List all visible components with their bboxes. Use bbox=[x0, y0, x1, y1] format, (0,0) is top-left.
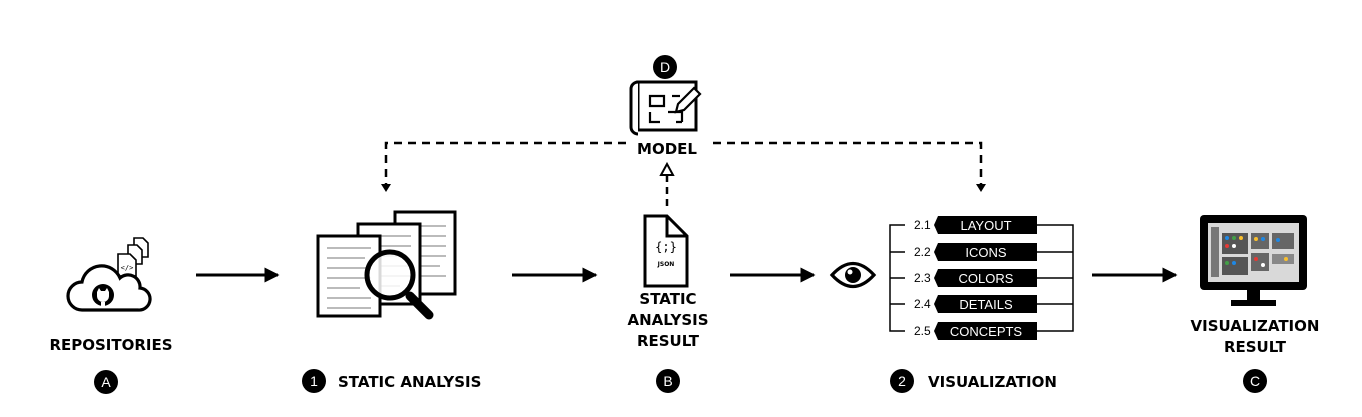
visualization-steps: 2.1 LAYOUT 2.2 ICONS 2.3 COLORS 2.4 DETAILS 2.5 C… bbox=[914, 216, 1037, 340]
model-node: D MODEL bbox=[629, 55, 702, 158]
eye-icon bbox=[829, 261, 877, 289]
arrowhead-model-to-analysis bbox=[381, 184, 391, 192]
visualization-step-number: 2.4 bbox=[914, 297, 931, 311]
dashed-model-connections bbox=[384, 141, 983, 184]
badge-1-number: 1 bbox=[310, 373, 318, 389]
visualization-step-label: DETAILS bbox=[959, 297, 1013, 312]
visualization-step-tag bbox=[934, 269, 1037, 287]
visualization-step-2: 2.2 ICONS bbox=[914, 243, 1037, 261]
monitor-dashboard-icon bbox=[1200, 215, 1307, 306]
blueprint-pencil-icon bbox=[629, 80, 702, 136]
badge-b-letter: B bbox=[663, 373, 672, 389]
visualization-step-number: 2.5 bbox=[914, 324, 931, 338]
repositories-label: REPOSITORIES bbox=[49, 336, 172, 354]
visualization-result-label-line-1: VISUALIZATION bbox=[1191, 317, 1320, 335]
arrowhead-model-to-visualization bbox=[976, 184, 986, 192]
static-analysis-node: 1 STATIC ANALYSIS bbox=[302, 210, 481, 393]
visualization-step-tag bbox=[934, 243, 1037, 261]
badge-b: B bbox=[656, 369, 680, 393]
badge-c: C bbox=[1243, 369, 1267, 393]
json-file-icon: {;} JSON bbox=[643, 214, 689, 288]
visualization-step-number: 2.2 bbox=[914, 245, 931, 259]
result-label-line-1: STATIC bbox=[639, 290, 696, 308]
result-label-line-3: RESULT bbox=[637, 332, 700, 350]
visualization-step-4: 2.4 DETAILS bbox=[914, 295, 1037, 313]
documents-magnifier-icon bbox=[316, 210, 457, 320]
visualization-step-1: 2.1 LAYOUT bbox=[914, 216, 1037, 234]
visualization-node: 2.1 LAYOUT 2.2 ICONS 2.3 COLORS 2.4 DETAILS 2.5 C… bbox=[829, 216, 1074, 393]
json-file-type: JSON bbox=[657, 261, 675, 268]
cloud-github-icon bbox=[66, 264, 152, 312]
badge-a: A bbox=[94, 370, 118, 394]
visualization-step-tag bbox=[934, 216, 1037, 234]
badge-d: D bbox=[653, 55, 677, 79]
model-label: MODEL bbox=[637, 140, 697, 158]
visualization-step-tag bbox=[934, 322, 1037, 340]
badge-c-letter: C bbox=[1250, 373, 1260, 389]
visualization-step-label: COLORS bbox=[959, 271, 1014, 286]
static-analysis-label: STATIC ANALYSIS bbox=[338, 373, 481, 391]
open-arrowhead-to-model bbox=[659, 161, 675, 176]
visualization-step-label: ICONS bbox=[965, 245, 1007, 260]
visualization-steps-brackets bbox=[889, 224, 1074, 332]
visualization-step-5: 2.5 CONCEPTS bbox=[914, 322, 1037, 340]
visualization-step-label: LAYOUT bbox=[960, 218, 1011, 233]
json-glyph: {;} bbox=[655, 240, 677, 254]
visualization-result-node: VISUALIZATION RESULT C bbox=[1191, 215, 1320, 393]
badge-a-letter: A bbox=[101, 374, 111, 390]
visualization-step-tag bbox=[934, 295, 1037, 313]
badge-2-number: 2 bbox=[898, 373, 906, 389]
code-files-icon: </> bbox=[117, 237, 149, 277]
repositories-node: </> REPOSITORIES A bbox=[49, 237, 173, 394]
visualization-step-3: 2.3 COLORS bbox=[914, 269, 1037, 287]
badge-2: 2 bbox=[890, 369, 914, 393]
result-label-line-2: ANALYSIS bbox=[627, 311, 708, 329]
visualization-result-label-line-2: RESULT bbox=[1224, 338, 1287, 356]
visualization-step-label: CONCEPTS bbox=[950, 324, 1023, 339]
visualization-step-number: 2.3 bbox=[914, 271, 931, 285]
visualization-step-number: 2.1 bbox=[914, 218, 931, 232]
static-analysis-result-node: {;} JSON STATIC ANALYSIS RESULT B bbox=[627, 214, 709, 393]
svg-text:</>: </> bbox=[121, 264, 134, 272]
badge-d-letter: D bbox=[660, 59, 670, 75]
visualization-label: VISUALIZATION bbox=[928, 373, 1057, 391]
badge-1: 1 bbox=[302, 369, 326, 393]
